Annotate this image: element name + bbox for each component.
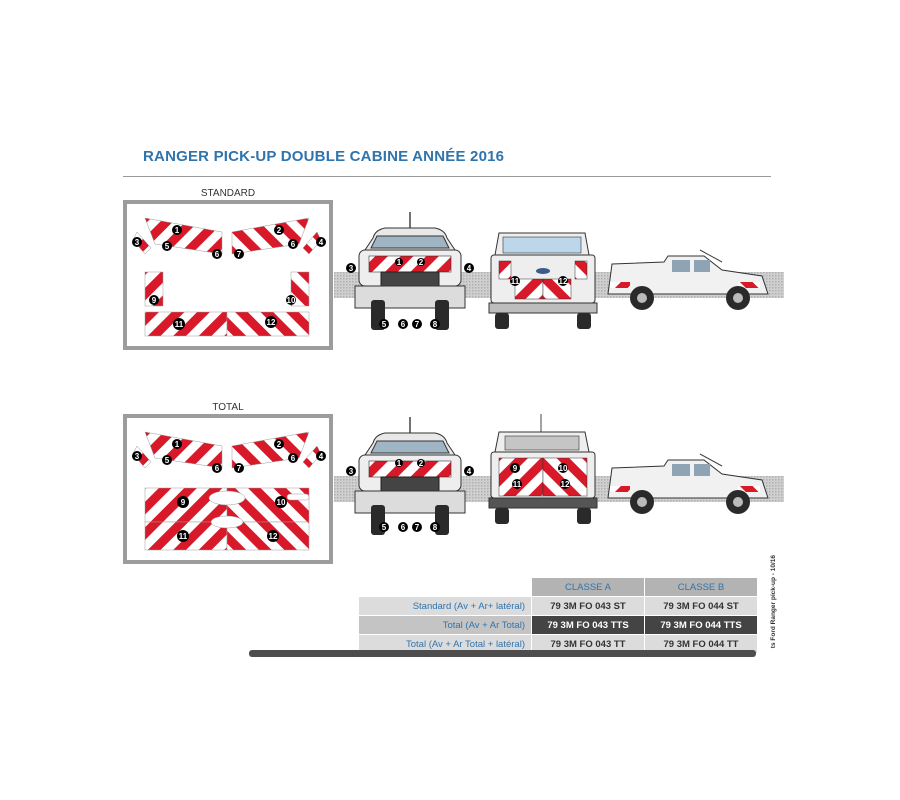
svg-text:5: 5 (382, 320, 387, 329)
svg-text:4: 4 (319, 452, 324, 461)
svg-text:7: 7 (237, 250, 242, 259)
standard-kit-pieces: 1 2 3 4 5 6 6 7 9 10 11 12 (132, 217, 326, 337)
svg-text:11: 11 (513, 480, 522, 489)
svg-text:12: 12 (559, 277, 568, 286)
svg-text:6: 6 (291, 454, 296, 463)
svg-text:1: 1 (175, 226, 180, 235)
svg-text:6: 6 (401, 320, 406, 329)
code-cell: 79 3M FO 043 TTS (531, 615, 645, 635)
standard-kit-panel: 1 2 3 4 5 6 6 7 9 10 11 12 (123, 200, 333, 350)
code-cell: 79 3M FO 044 TTS (644, 615, 758, 635)
svg-text:1: 1 (397, 258, 402, 267)
standard-front-view: 3 4 1 2 5 6 7 8 (346, 212, 474, 330)
svg-text:10: 10 (287, 296, 296, 305)
row-label: Standard (Av + Ar+ latéral) (358, 596, 532, 616)
svg-text:3: 3 (349, 467, 354, 476)
svg-text:9: 9 (513, 464, 518, 473)
svg-text:7: 7 (415, 523, 420, 532)
svg-text:3: 3 (135, 452, 140, 461)
svg-text:12: 12 (561, 480, 570, 489)
svg-text:11: 11 (511, 277, 520, 286)
svg-text:4: 4 (467, 264, 472, 273)
svg-text:9: 9 (152, 296, 157, 305)
code-cell: 79 3M FO 044 ST (644, 596, 758, 616)
table-row: Total (Av + Ar Total + latéral) 79 3M FO… (358, 634, 758, 654)
svg-text:10: 10 (277, 498, 286, 507)
code-cell: 79 3M FO 043 TT (531, 634, 645, 654)
standard-label: STANDARD (200, 188, 256, 199)
header-classe-b: CLASSE B (644, 577, 758, 597)
svg-text:7: 7 (415, 320, 420, 329)
standard-rear-view: 11 12 (488, 232, 598, 329)
table-row: Total (Av + Ar Total) 79 3M FO 043 TTS 7… (358, 615, 758, 635)
total-rear-view: 9 10 11 12 (488, 414, 598, 524)
svg-text:1: 1 (175, 440, 180, 449)
table-header-row: CLASSE A CLASSE B (359, 577, 758, 597)
svg-text:2: 2 (277, 226, 282, 235)
row-label: Total (Av + Ar Total) (358, 615, 532, 635)
table-row: Standard (Av + Ar+ latéral) 79 3M FO 043… (358, 596, 758, 616)
svg-text:1: 1 (397, 459, 402, 468)
svg-text:8: 8 (433, 320, 438, 329)
svg-text:4: 4 (467, 467, 472, 476)
side-note: ts Ford Ranger pick-up - 10/16 (770, 555, 777, 649)
svg-text:11: 11 (179, 532, 188, 541)
svg-text:9: 9 (181, 498, 186, 507)
svg-text:6: 6 (401, 523, 406, 532)
svg-text:10: 10 (559, 464, 568, 473)
row-label: Total (Av + Ar Total + latéral) (358, 634, 532, 654)
total-side-view (607, 453, 769, 514)
svg-text:11: 11 (175, 320, 184, 329)
total-front-view: 3 4 1 2 5 6 7 8 (346, 417, 474, 535)
total-label: TOTAL (212, 402, 244, 413)
product-codes-table: CLASSE A CLASSE B Standard (Av + Ar+ lat… (358, 577, 758, 654)
svg-text:6: 6 (291, 240, 296, 249)
svg-text:3: 3 (135, 238, 140, 247)
standard-side-view (607, 249, 769, 310)
svg-text:2: 2 (419, 258, 424, 267)
svg-text:6: 6 (215, 250, 220, 259)
svg-text:12: 12 (269, 532, 278, 541)
bottom-bar (249, 650, 756, 657)
header-classe-a: CLASSE A (531, 577, 645, 597)
svg-text:8: 8 (433, 523, 438, 532)
svg-text:3: 3 (349, 264, 354, 273)
total-kit-panel: 1 2 3 4 5 6 6 7 9 10 11 12 (123, 414, 333, 564)
svg-text:2: 2 (277, 440, 282, 449)
svg-text:2: 2 (419, 459, 424, 468)
svg-text:4: 4 (319, 238, 324, 247)
svg-text:5: 5 (382, 523, 387, 532)
svg-text:7: 7 (237, 464, 242, 473)
svg-text:5: 5 (165, 456, 170, 465)
code-cell: 79 3M FO 043 ST (531, 596, 645, 616)
total-kit-pieces: 1 2 3 4 5 6 6 7 9 10 11 12 (132, 431, 326, 551)
svg-text:5: 5 (165, 242, 170, 251)
page-title: RANGER PICK-UP DOUBLE CABINE ANNÉE 2016 (143, 148, 505, 165)
code-cell: 79 3M FO 044 TT (644, 634, 758, 654)
title-divider (123, 176, 771, 177)
svg-text:6: 6 (215, 464, 220, 473)
svg-text:12: 12 (267, 318, 276, 327)
